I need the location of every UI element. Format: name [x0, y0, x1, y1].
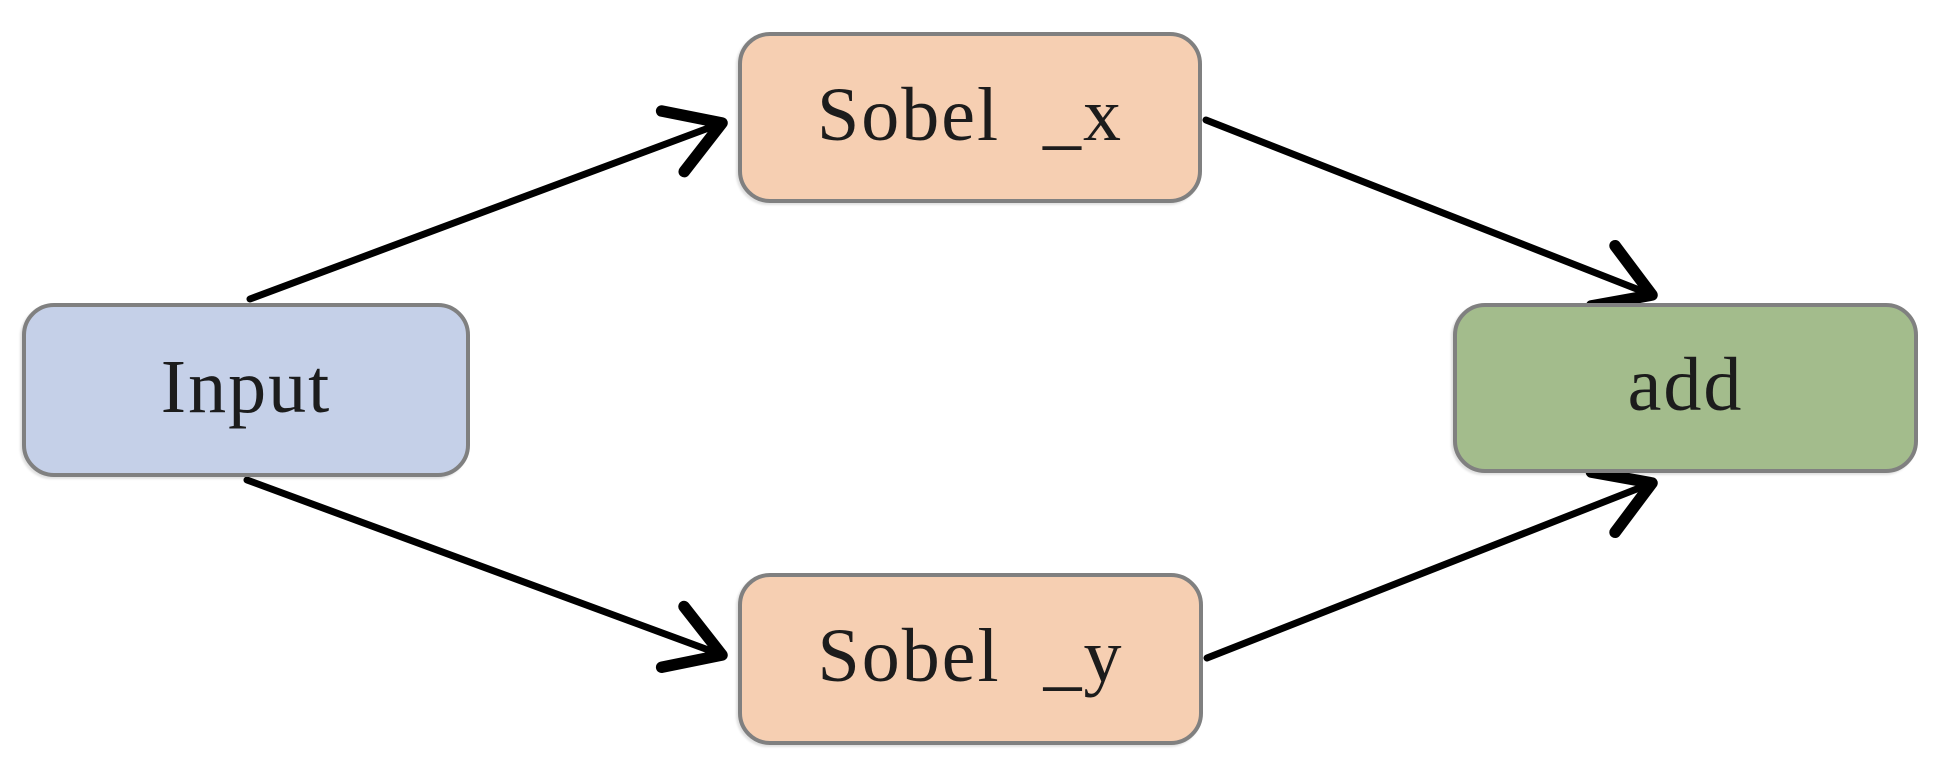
node-add: add — [1453, 303, 1918, 473]
edge-input-to-sobel-y — [243, 476, 728, 674]
node-add-label: add — [1627, 343, 1744, 427]
node-sobel-x-label: Sobel _x — [816, 72, 1124, 157]
node-sobel-x: Sobel _x — [738, 32, 1202, 203]
node-input-label: Input — [160, 345, 332, 429]
edge-sobel-x-to-add — [1202, 116, 1658, 312]
node-input: Input — [22, 303, 470, 477]
node-sobel-y-label: Sobel _y — [817, 614, 1124, 698]
node-sobel-y: Sobel _y — [738, 573, 1203, 745]
edge-input-to-sobel-x — [246, 105, 728, 303]
edge-sobel-y-to-add — [1203, 466, 1658, 662]
